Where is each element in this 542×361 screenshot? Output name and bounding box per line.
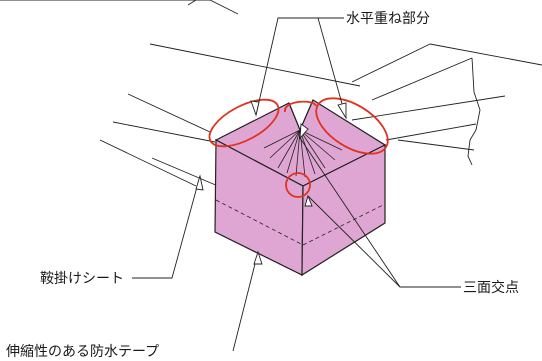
structure-line xyxy=(112,121,216,143)
arrowhead xyxy=(253,250,263,265)
stretch-line xyxy=(286,129,301,174)
arrowhead xyxy=(299,123,309,140)
overlap-leader xyxy=(317,17,347,119)
horizontal-overlap-label: 水平重ね部分 xyxy=(346,11,430,27)
structure-line xyxy=(209,0,239,15)
arrowhead xyxy=(337,102,347,120)
stretch-line xyxy=(263,129,301,149)
cube-right-face xyxy=(301,144,386,277)
structure-line xyxy=(351,43,431,83)
stretch-lines xyxy=(263,129,343,178)
elastic-tape-label: 伸縮性のある防水テープ xyxy=(6,344,159,360)
structure-line xyxy=(99,139,197,187)
stretch-line xyxy=(295,129,301,177)
structure-lines xyxy=(0,0,542,187)
arrowhead xyxy=(195,174,204,191)
structure-line xyxy=(149,43,361,87)
structure-line xyxy=(371,57,473,101)
structure-line xyxy=(385,123,477,141)
leader-lines xyxy=(132,17,461,352)
overlap-highlight-right xyxy=(315,97,389,155)
structure-line xyxy=(397,139,475,151)
intersection-leader xyxy=(307,195,401,288)
stretch-line xyxy=(299,129,343,151)
structure-line xyxy=(429,43,542,66)
structure-line xyxy=(127,93,211,133)
structure-line xyxy=(151,157,219,187)
structure-line xyxy=(187,0,197,6)
overlap-highlight-left xyxy=(208,98,280,148)
stretch-line xyxy=(299,129,316,175)
stretch-line xyxy=(299,129,306,178)
structure-line xyxy=(471,57,475,93)
hidden-edge xyxy=(214,231,303,276)
hidden-edge xyxy=(215,199,304,246)
stretch-line xyxy=(299,129,326,169)
structure-line xyxy=(467,91,481,166)
saddle-sheet-label: 鞍掛けシート xyxy=(40,271,124,287)
highlight-marks xyxy=(208,97,389,198)
top-notch-highlight xyxy=(284,100,317,113)
stretch-line xyxy=(269,129,301,159)
triple-intersection-label: 三面交点 xyxy=(463,279,519,296)
arrowhead xyxy=(304,194,313,207)
arrowheads xyxy=(195,100,347,265)
stretch-line xyxy=(299,129,336,161)
stretch-line xyxy=(277,129,301,169)
tape-leader xyxy=(232,251,259,352)
overlap-leader xyxy=(255,17,344,116)
hidden-edge xyxy=(302,203,386,246)
tape-cube xyxy=(214,99,387,277)
intersection-highlight xyxy=(285,172,311,198)
saddle-leader xyxy=(132,175,201,279)
structure-line xyxy=(351,95,506,121)
arrowhead xyxy=(250,100,260,117)
